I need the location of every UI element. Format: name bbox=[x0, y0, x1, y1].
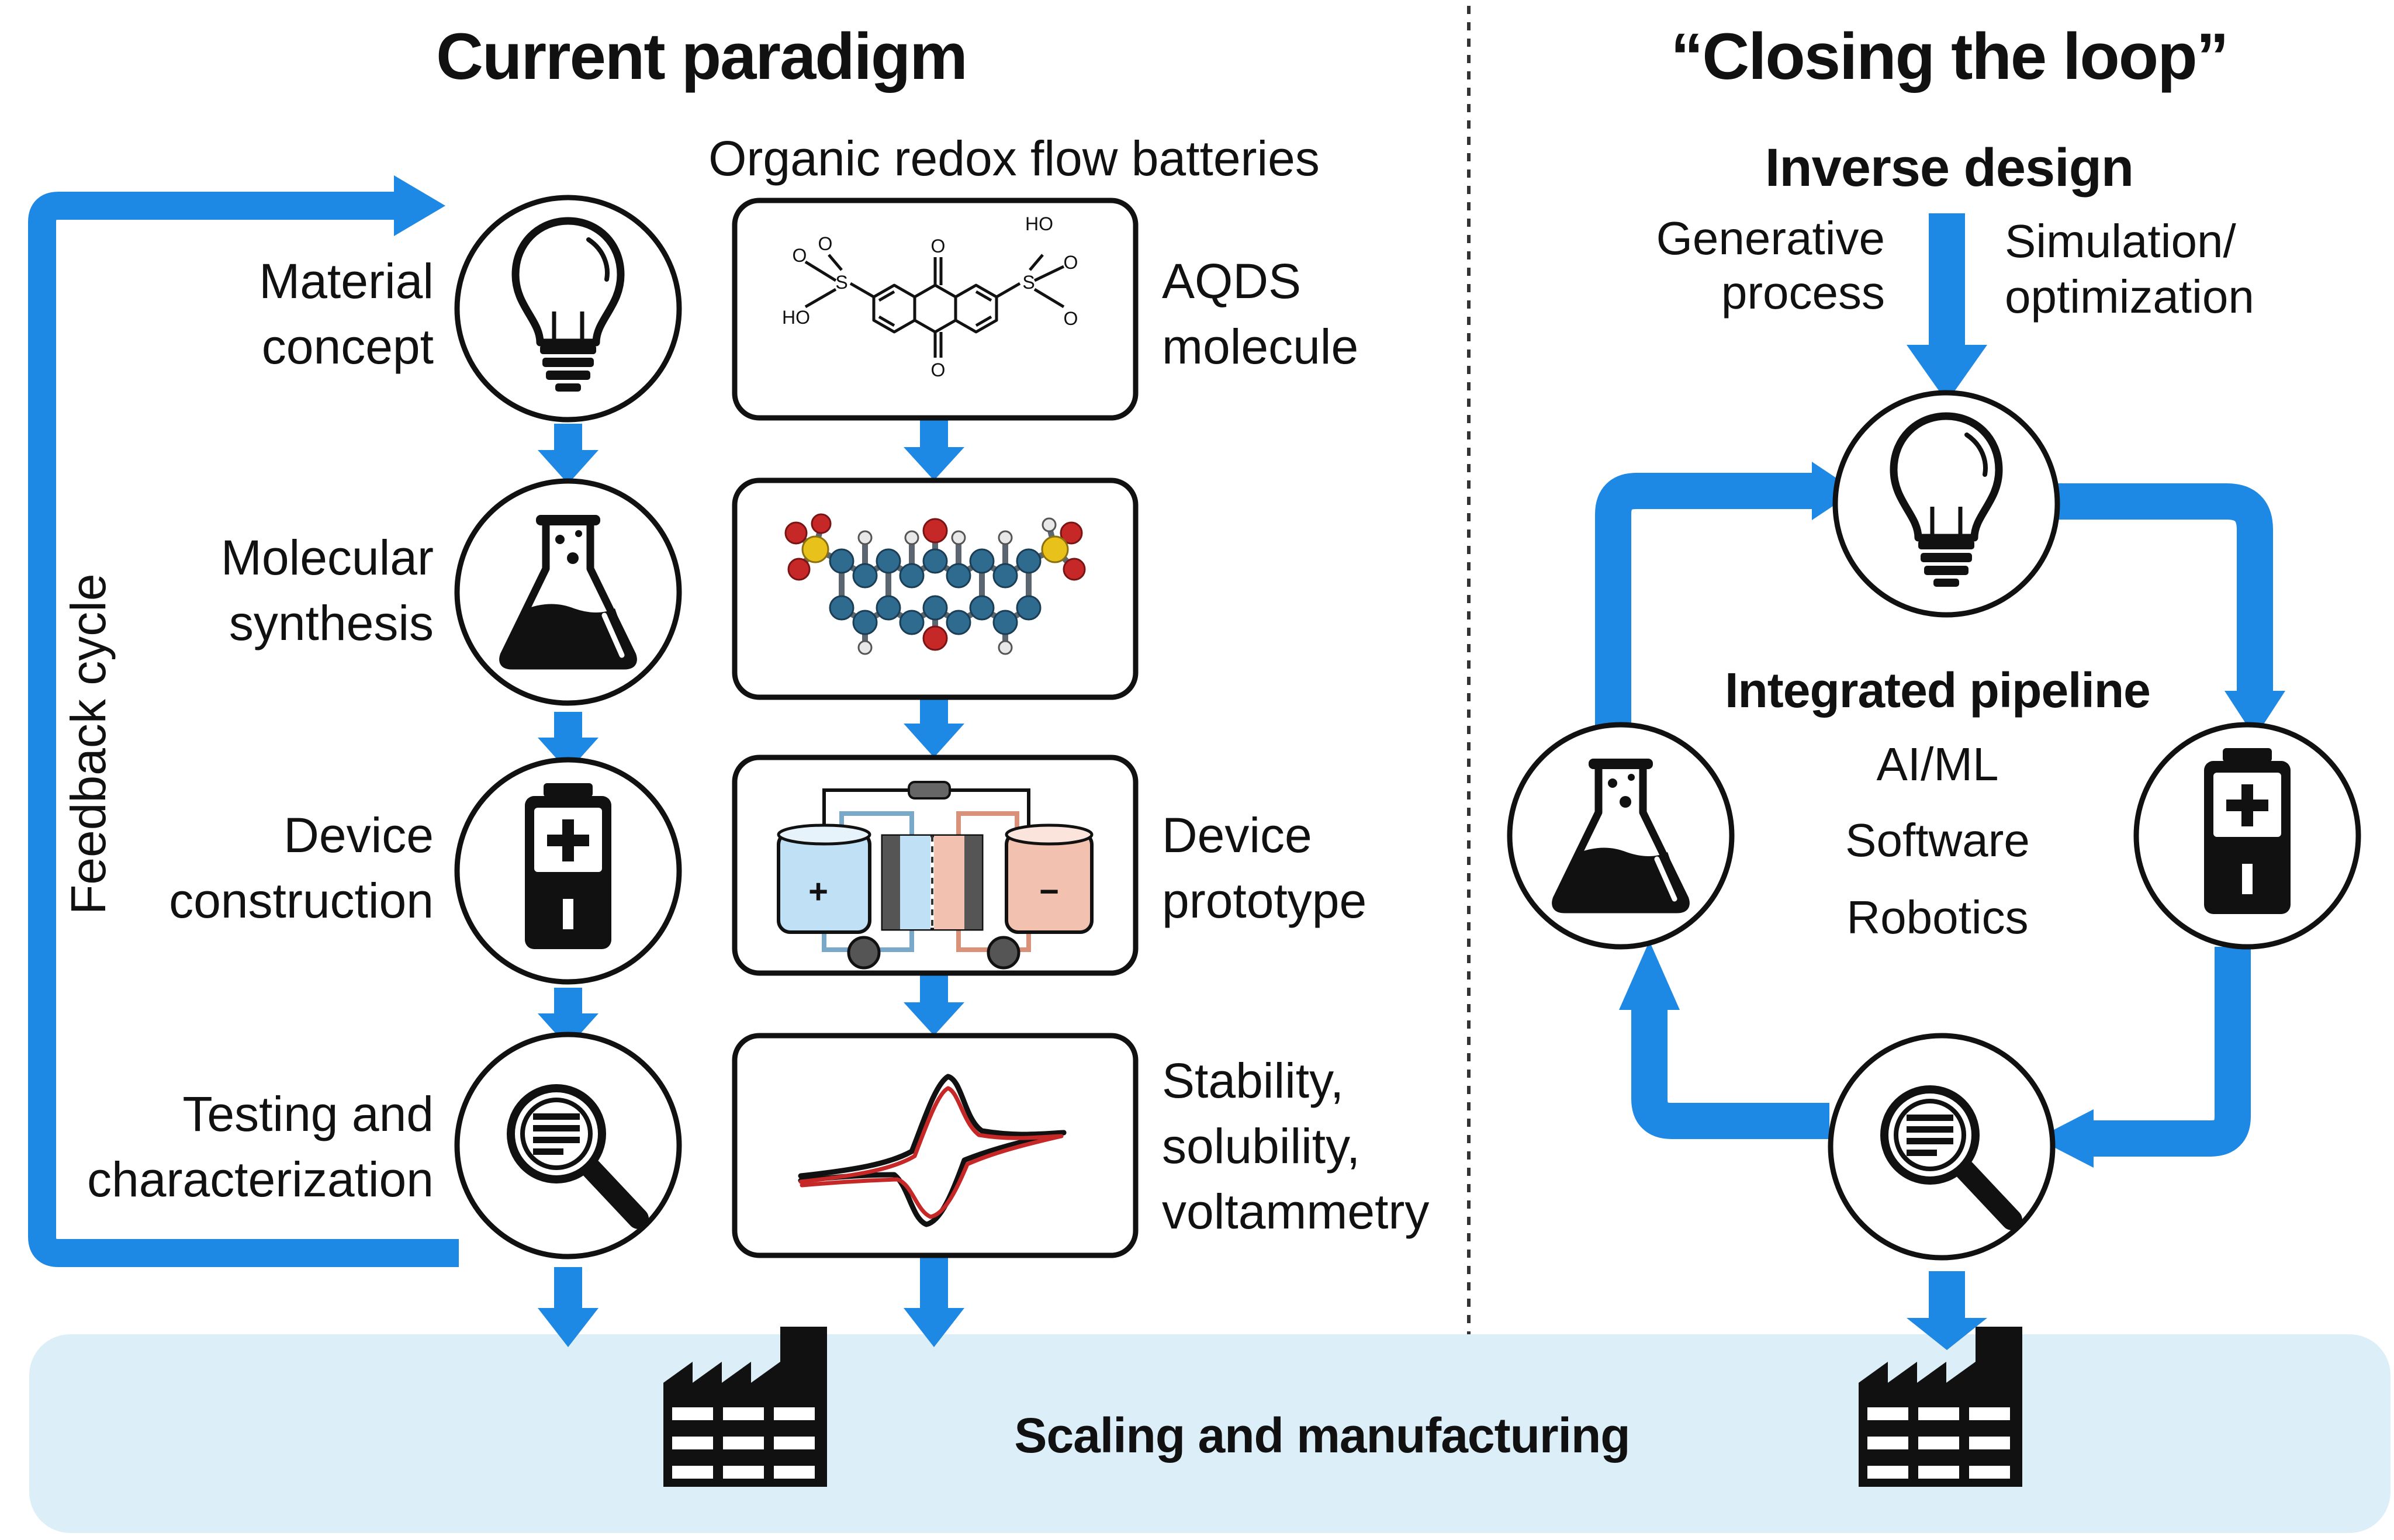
example-label-line1: Device bbox=[1162, 808, 1312, 863]
left-title: Current paradigm bbox=[436, 20, 967, 93]
scaling-label: Scaling and manufacturing bbox=[1014, 1408, 1630, 1463]
simulation-label-line2: optimization bbox=[2005, 271, 2254, 323]
feedback-arrow bbox=[28, 192, 459, 1267]
feedback-arrow-head bbox=[394, 175, 445, 236]
example-arrows bbox=[904, 418, 964, 1347]
aqds-structure-box bbox=[732, 198, 1139, 421]
step-testing-characterization: Testing and characterization bbox=[87, 1032, 682, 1259]
step-label-line1: Material bbox=[259, 254, 434, 309]
simulation-label-line1: Simulation/ bbox=[2005, 215, 2237, 267]
step-label-line1: Testing and bbox=[182, 1086, 434, 1141]
step-molecular-synthesis: Molecular synthesis bbox=[221, 478, 682, 706]
atom-label: O bbox=[793, 245, 807, 266]
atom-label: HO bbox=[1025, 213, 1053, 234]
ball-and-stick-molecule bbox=[784, 513, 1086, 655]
closed-loop-arrows bbox=[1595, 462, 2285, 1350]
atom-label: O bbox=[1064, 308, 1078, 329]
step-label-line2: characterization bbox=[87, 1152, 434, 1207]
pipeline-item: AI/ML bbox=[1877, 738, 1999, 790]
scaling-band bbox=[29, 1334, 2390, 1533]
generative-label-line1: Generative bbox=[1656, 212, 1885, 264]
example-label-line1: Stability, bbox=[1162, 1053, 1344, 1108]
step-device-construction: Device construction bbox=[169, 757, 682, 985]
flow-cell-prototype: + − bbox=[777, 781, 1094, 970]
step-arrows bbox=[538, 424, 598, 1347]
positive-electrolyte-sign: + bbox=[808, 873, 828, 911]
atom-label: O bbox=[931, 359, 946, 380]
right-title: “Closing the loop” bbox=[1670, 20, 2227, 93]
cyclic-voltammogram bbox=[798, 1074, 1067, 1227]
negative-electrolyte-sign: − bbox=[1039, 873, 1059, 911]
loop-node-device bbox=[2133, 722, 2361, 950]
inverse-design-arrow bbox=[1907, 213, 1987, 402]
example-label-line3: voltammetry bbox=[1162, 1184, 1429, 1239]
example-label-line2: prototype bbox=[1162, 873, 1366, 928]
atom-label: HO bbox=[782, 307, 810, 328]
step-label-line1: Molecular bbox=[221, 530, 434, 585]
step-label-line2: concept bbox=[262, 319, 434, 374]
atom-label: S bbox=[1022, 272, 1035, 293]
example-label-line2: solubility, bbox=[1162, 1119, 1360, 1174]
atom-label: O bbox=[931, 236, 946, 257]
atom-label: O bbox=[1064, 252, 1078, 273]
example-label-line2: molecule bbox=[1162, 319, 1358, 374]
step-label-line1: Device bbox=[283, 808, 434, 863]
inverse-design-title: Inverse design bbox=[1765, 138, 2133, 198]
battery-icon bbox=[525, 783, 611, 949]
atom-label: S bbox=[835, 272, 847, 293]
loop-node-synthesis bbox=[1507, 722, 1735, 950]
voltammetry-box bbox=[732, 1033, 1139, 1258]
example-label-line1: AQDS bbox=[1162, 254, 1301, 309]
atom-label: O bbox=[818, 233, 833, 254]
column-heading: Organic redox flow batteries bbox=[708, 131, 1320, 186]
loop-node-concept bbox=[1832, 390, 2060, 618]
aqds-atom-labels: O O S S O O HO HO O O bbox=[782, 213, 1078, 380]
molecule-model-box bbox=[732, 477, 1139, 700]
pipeline-item: Robotics bbox=[1846, 891, 2028, 943]
aqds-skeletal-structure bbox=[804, 254, 1065, 358]
pipeline-item: Software bbox=[1845, 814, 2030, 866]
step-label-line2: synthesis bbox=[229, 596, 434, 650]
step-material-concept: Material concept bbox=[259, 195, 682, 423]
generative-label-line2: process bbox=[1721, 267, 1885, 319]
step-label-line2: construction bbox=[169, 873, 434, 928]
battery-icon bbox=[2204, 748, 2291, 914]
loop-node-testing bbox=[1828, 1033, 2056, 1261]
feedback-label: Feedback cycle bbox=[61, 573, 116, 915]
pipeline-title: Integrated pipeline bbox=[1725, 663, 2150, 718]
